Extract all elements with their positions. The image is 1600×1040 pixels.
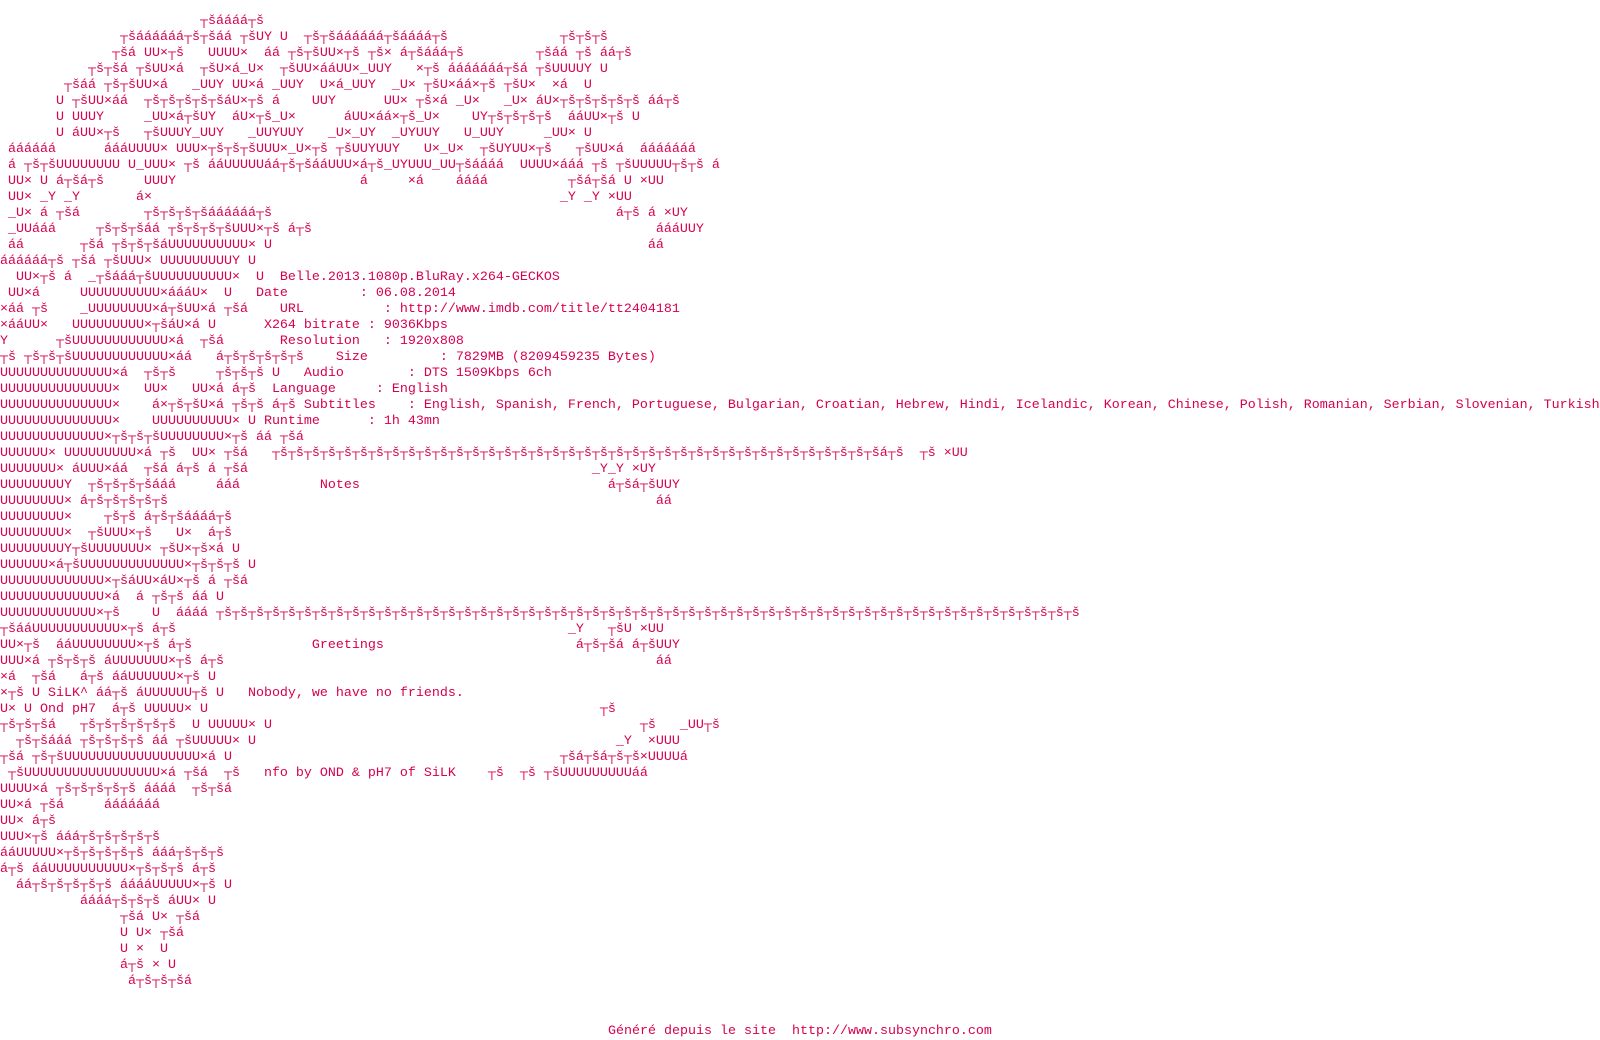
nfo-line: UUUUUUUUUUUUU×á á ┬š┬š áá U <box>0 590 224 605</box>
nfo-line: ┬šUUUUUUUUUUUUUUUUU×á ┬šá ┬š nfo by OND … <box>0 766 648 781</box>
nfo-line: áááááá áááUUUU× UUU×┬š┬š┬šUUU×_U×┬š ┬šUU… <box>0 142 696 157</box>
nfo-line: UUUUUUUUY┬šUUUUUUU× ┬šU×┬š×á U <box>0 542 240 557</box>
footer-label: Généré depuis le site <box>608 1024 792 1039</box>
nfo-line: UUU×┬š ááá┬š┬š┬š┬š┬š <box>0 830 160 845</box>
nfo-line: á ┬š┬šUUUUUUUU U_UUU× ┬š ááUUUUUáá┬š┬šáá… <box>0 158 720 173</box>
nfo-line: UU× U á┬šá┬š UUUY á ×á áááá ┬šá┬šá U ×UU <box>0 174 664 189</box>
nfo-line: Y ┬šUUUUUUUUUUUU×á ┬šá Resolution : 1920… <box>0 334 464 349</box>
nfo-line: ×┬š U SiLK^ áá┬š áUUUUUU┬š U Nobody, we … <box>0 686 464 701</box>
nfo-text-block: ┬šáááá┬š ┬šáááááá┬š┬šáá ┬šUY U ┬š┬šááááá… <box>0 14 1600 990</box>
nfo-line: U UUUY _UU×á┬šUY áU×┬š_U× áUU×áá×┬š_U× U… <box>0 110 640 125</box>
nfo-line: UUU×á ┬š┬š┬š áUUUUUUU×┬š á┬š áá <box>0 654 672 669</box>
nfo-line: ┬š┬šá ┬šUU×á ┬šU×á_U× ┬šUU×ááUU×_UUY ×┬š… <box>0 62 608 77</box>
nfo-line: ááUUUUU×┬š┬š┬š┬š┬š ááá┬š┬š┬š <box>0 846 224 861</box>
nfo-line: UU× á┬š <box>0 814 56 829</box>
nfo-line: UUUUUUUUUUUUU×┬š┬š┬šUUUUUUUU×┬š áá ┬šá <box>0 430 304 445</box>
nfo-line: U ┬šUU×áá ┬š┬š┬š┬š┬šáU×┬š á UUY UU× ┬š×á… <box>0 94 680 109</box>
nfo-line: ┬šááUUUUUUUUUUU×┬š á┬š _Y ┬šU ×UU <box>0 622 664 637</box>
nfo-line: áááááá┬š ┬šá ┬šUUU× UUUUUUUUUY U <box>0 254 256 269</box>
nfo-line: ┬š┬š┬šá ┬š┬š┬š┬š┬š┬š U UUUUU× U ┬š _UU┬š <box>0 718 720 733</box>
nfo-line: ×á ┬šá á┬š ááUUUUUU×┬š U <box>0 670 216 685</box>
footer: Généré depuis le site http://www.subsync… <box>608 1024 992 1040</box>
nfo-line: U U× ┬šá <box>0 926 184 941</box>
nfo-line: UUUUUU× UUUUUUUUU×á ┬š UU× ┬šá ┬š┬š┬š┬š┬… <box>0 446 968 461</box>
nfo-line: áá ┬šá ┬š┬š┬šáUUUUUUUUUU× U áá <box>0 238 664 253</box>
nfo-line: á┬š┬š┬šá <box>0 974 192 989</box>
nfo-line: UUUUUUUUUUUU×┬š U áááá ┬š┬š┬š┬š┬š┬š┬š┬š┬… <box>0 606 1080 621</box>
nfo-line: ┬šáááá┬š <box>0 14 264 29</box>
nfo-line: UU× _Y _Y á× _Y _Y ×UU <box>0 190 632 205</box>
nfo-line: U × U <box>0 942 168 957</box>
nfo-line: UUUUUUUUUUUUUU× UUUUUUUUUU× U Runtime : … <box>0 414 440 429</box>
nfo-line: ┬š ┬š┬š┬šUUUUUUUUUUUU×áá á┬š┬š┬š┬š┬š Siz… <box>0 350 656 365</box>
nfo-line: ┬š┬šááá ┬š┬š┬š┬š áá ┬šUUUUU× U _Y ×UUU <box>0 734 680 749</box>
nfo-line: ┬šáááááá┬š┬šáá ┬šUY U ┬š┬šáááááá┬šáááá┬š… <box>0 30 608 45</box>
nfo-line: áá┬š┬š┬š┬š┬š ááááUUUUU×┬š U <box>0 878 232 893</box>
nfo-line: _U× á ┬šá ┬š┬š┬š┬šáááááá┬š á┬š á ×UY <box>0 206 688 221</box>
nfo-line: UU×┬š ááUUUUUUUU×┬š á┬š Greetings á┬š┬šá… <box>0 638 680 653</box>
nfo-line: UUUUUUUUY ┬š┬š┬š┬šááá ááá Notes á┬šá┬šUU… <box>0 478 680 493</box>
nfo-line: áááá┬š┬š┬š áUU× U <box>0 894 216 909</box>
footer-site-link[interactable]: http://www.subsynchro.com <box>791 1024 992 1039</box>
nfo-line: ×ááUU× UUUUUUUUU×┬šáU×á U X264 bitrate :… <box>0 318 448 333</box>
nfo-line: UUUUUUUU× ┬šUUU×┬š U× á┬š <box>0 526 232 541</box>
nfo-line: UU×á UUUUUUUUUU×áááU× U Date : 06.08.201… <box>0 286 456 301</box>
nfo-line: _UUááá ┬š┬š┬šáá ┬š┬š┬š┬šUUU×┬š á┬š áááUU… <box>0 222 704 237</box>
nfo-line: UUUUUUUUUUUUUU× UU× UU×á á┬š Language : … <box>0 382 448 397</box>
nfo-line: UU×á ┬šá ááááááá <box>0 798 160 813</box>
nfo-line: UUUU×á ┬š┬š┬š┬š┬š áááá ┬š┬šá <box>0 782 232 797</box>
nfo-line: UUUUUU×á┬šUUUUUUUUUUUUU×┬š┬š┬š U <box>0 558 256 573</box>
nfo-line: ┬šá UU×┬š UUUU× áá ┬š┬šUU×┬š ┬š× á┬šááá┬… <box>0 46 632 61</box>
nfo-line: UU×┬š á _┬šááá┬šUUUUUUUUUU× U Belle.2013… <box>0 270 560 285</box>
nfo-line: ┬šáá ┬š┬šUU×á _UUY UU×á _UUY U×á_UUY _U×… <box>0 78 592 93</box>
nfo-line: UUUUUUUUUUUUUU×á ┬š┬š ┬š┬š┬š U Audio : D… <box>0 366 552 381</box>
nfo-line: UUUUUUUUUUUUUU× á×┬š┬šU×á ┬š┬š á┬š Subti… <box>0 398 1600 413</box>
nfo-line: á┬š × U <box>0 958 176 973</box>
nfo-line: UUUUUUUU× ┬š┬š á┬š┬šáááá┬š <box>0 510 232 525</box>
nfo-line: UUUUUUUU× á┬š┬š┬š┬š┬š áá <box>0 494 672 509</box>
nfo-line: ┬šá U× ┬šá <box>0 910 200 925</box>
nfo-line: UUUUUUU× áUUU×áá ┬šá á┬š á ┬šá _Y_Y ×UY <box>0 462 656 477</box>
nfo-line: ×áá ┬š _UUUUUUUU×á┬šUU×á ┬šá URL : http:… <box>0 302 680 317</box>
nfo-line: U áUU×┬š ┬šUUUY_UUY _UUYUUY _U×_UY _UYUU… <box>0 126 592 141</box>
nfo-line: ┬šá ┬š┬šUUUUUUUUUUUUUUUUU×á U ┬šá┬šá┬š┬š… <box>0 750 688 765</box>
nfo-line: UUUUUUUUUUUUU×┬šáUU×áU×┬š á ┬šá <box>0 574 248 589</box>
nfo-line: U× U Ond pH7 á┬š UUUUU× U ┬š <box>0 702 616 717</box>
nfo-line: á┬š ááUUUUUUUUUU×┬š┬š┬š á┬š <box>0 862 216 877</box>
